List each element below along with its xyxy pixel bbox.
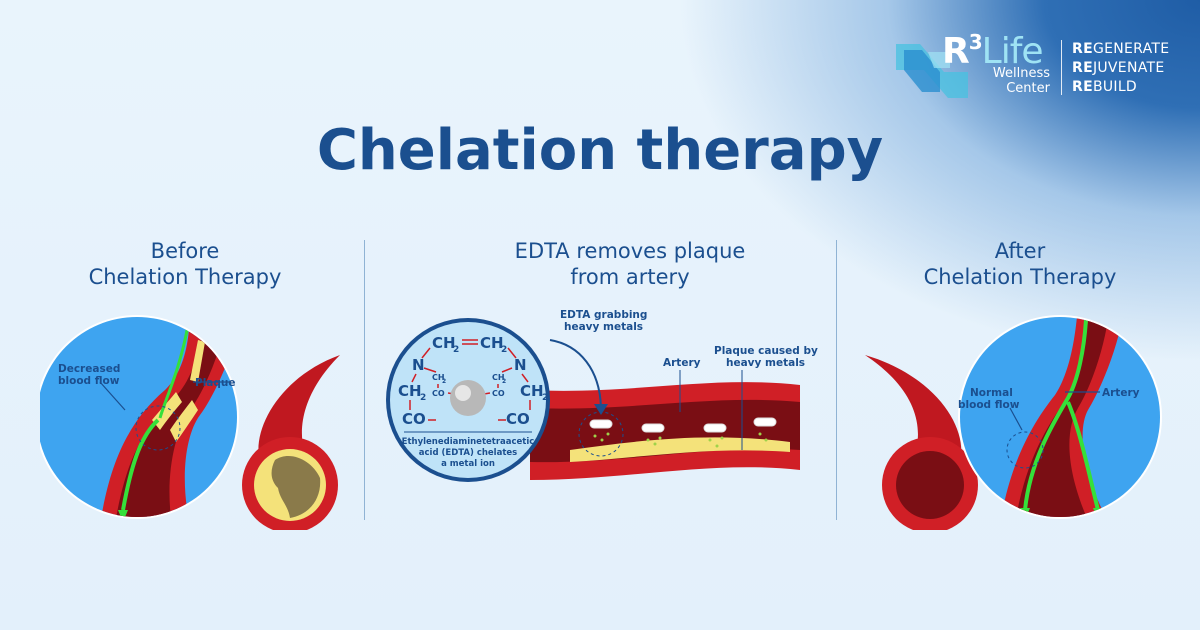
- svg-text:N: N: [412, 356, 425, 374]
- svg-text:CH: CH: [398, 382, 422, 400]
- svg-text:CO: CO: [492, 389, 505, 398]
- svg-text:CH: CH: [432, 373, 445, 382]
- edta-caption: Ethylenediaminetetraacetic: [402, 437, 535, 447]
- middle-artery-label: Artery: [663, 357, 701, 369]
- after-artery-illustration: Normal blood flow Artery: [865, 315, 1162, 530]
- svg-text:CO: CO: [506, 410, 530, 428]
- svg-text:CO: CO: [432, 389, 445, 398]
- svg-text:2: 2: [501, 345, 507, 355]
- svg-text:CH: CH: [492, 373, 505, 382]
- svg-text:2: 2: [442, 378, 446, 385]
- before-flow-label: Decreased: [58, 363, 120, 375]
- after-flow-label: Normal: [970, 387, 1013, 399]
- svg-text:CO: CO: [402, 410, 426, 428]
- svg-text:acid (EDTA) chelates: acid (EDTA) chelates: [419, 448, 517, 458]
- svg-text:2: 2: [502, 378, 506, 385]
- svg-text:2: 2: [420, 393, 426, 403]
- brand-taglines: REGENERATE REJUVENATE REBUILD: [1072, 41, 1170, 95]
- svg-text:blood flow: blood flow: [958, 399, 1020, 411]
- edta-grab-label: EDTA grabbing: [560, 309, 647, 321]
- r3life-logo-icon: [896, 44, 968, 98]
- before-plaque-label: Plaque: [195, 377, 236, 389]
- brand-divider: [1061, 40, 1062, 95]
- edta-illustration: EDTA grabbing heavy metals Artery Plaque…: [386, 309, 818, 482]
- svg-text:CH: CH: [520, 382, 544, 400]
- svg-text:heavy metals: heavy metals: [564, 321, 643, 333]
- after-artery-label: Artery: [1102, 387, 1140, 399]
- svg-text:N: N: [514, 356, 527, 374]
- section-divider-right: [836, 240, 837, 520]
- svg-text:CH: CH: [432, 334, 456, 352]
- before-artery-illustration: Decreased blood flow Plaque: [40, 315, 340, 530]
- svg-text:a metal ion: a metal ion: [441, 459, 495, 469]
- page-title: Chelation therapy: [316, 118, 884, 183]
- svg-text:blood flow: blood flow: [58, 375, 120, 387]
- svg-text:heavy metals: heavy metals: [726, 357, 805, 369]
- svg-text:2: 2: [453, 345, 459, 355]
- svg-text:2: 2: [542, 393, 548, 403]
- brand-name: R3Life: [942, 30, 1044, 72]
- section-divider-left: [364, 240, 365, 520]
- middle-plaque-label: Plaque caused by: [714, 345, 818, 357]
- svg-text:CH: CH: [480, 334, 504, 352]
